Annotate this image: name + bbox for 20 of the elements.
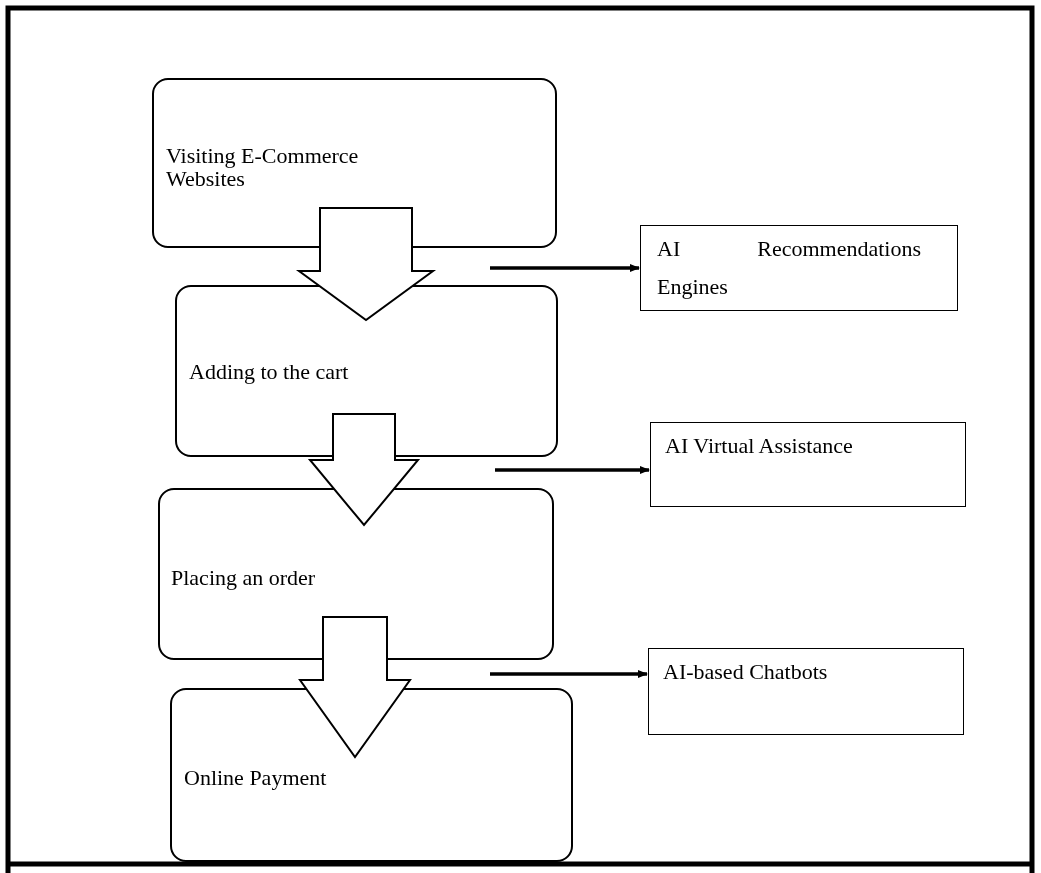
block-arrow	[298, 616, 412, 759]
arrow	[490, 669, 649, 679]
annotation-box	[648, 648, 964, 735]
block-arrow	[295, 207, 437, 322]
node-label: Placing an order	[171, 566, 317, 590]
node-label: Adding to the cart	[189, 360, 350, 384]
process-box	[170, 688, 573, 862]
annotation-box	[650, 422, 966, 507]
arrow	[490, 263, 641, 273]
node-label: AI-based Chatbots	[663, 658, 829, 686]
node-label: Visiting E-Commerce Websites	[166, 144, 360, 191]
node-label: AI Recommendations Engines	[657, 235, 921, 301]
arrow	[495, 465, 651, 475]
process-box	[175, 285, 558, 457]
process-box	[152, 78, 557, 248]
annotation-box	[640, 225, 958, 311]
block-arrow	[307, 413, 421, 527]
process-box	[158, 488, 554, 660]
node-label: AI Virtual Assistance	[665, 432, 854, 460]
node-label: Online Payment	[184, 766, 328, 790]
